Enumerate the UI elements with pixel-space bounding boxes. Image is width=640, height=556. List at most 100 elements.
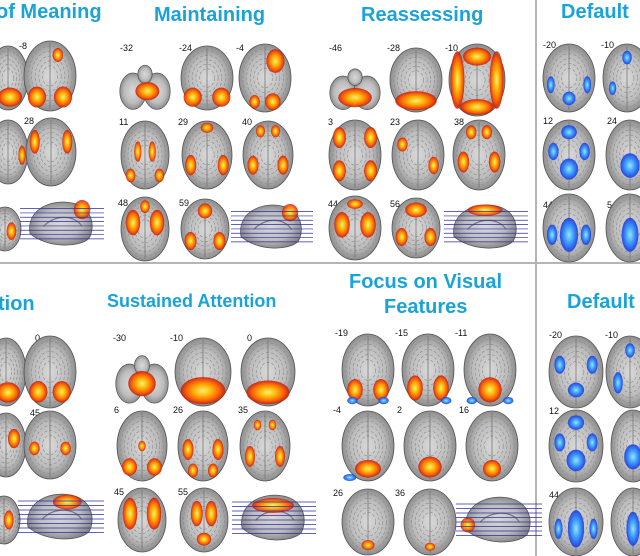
deactivation-blob [559,217,579,252]
axial-slice [391,119,445,191]
slice-label: -10 [445,43,459,53]
sagittal-slice [231,203,313,249]
activation-blob [18,145,26,165]
panel-title-maintaining: Maintaining [154,4,266,26]
axial-slice [605,193,640,263]
axial-slice [180,45,234,111]
sagittal-slice [18,493,104,540]
activation-blob [395,91,437,111]
slice-label: 28 [24,116,35,126]
activation-blob [489,51,504,109]
sagittal-slice [444,204,528,249]
axial-slice [341,333,395,407]
slice-label: -28 [387,43,401,53]
slice-label: -4 [236,43,245,53]
activation-blob [347,397,358,405]
slice-label: 12 [549,406,560,416]
slice-label: 35 [238,405,249,415]
activation-blob [122,497,138,530]
axial-slice [328,119,382,191]
axial-slice [605,119,640,191]
sagittal-slice [456,496,542,543]
panel-title-default-bottom: Default [567,291,635,313]
slice-label: -8 [19,41,28,51]
activation-blob [246,380,290,405]
activation-blob [125,168,136,183]
activation-blob [364,160,378,182]
activation-blob [466,397,477,405]
activation-blob [347,199,363,209]
axial-slice [239,410,291,482]
slice-label: -46 [329,43,343,53]
axial-slice [403,488,457,556]
divider-horizontal [0,262,535,264]
divider-vertical-right [535,0,537,556]
deactivation-blob [613,372,623,394]
activation-blob [125,209,141,236]
axial-slice [602,43,640,113]
deactivation-blob [554,518,563,539]
axial-slice [25,117,77,187]
deactivation-blob [554,355,566,374]
axial-slice [120,120,170,190]
activation-blob [0,87,22,107]
activation-blob [200,122,214,133]
axial-slice [401,333,455,407]
deactivation-blob [548,142,559,161]
axial-slice [0,119,29,185]
deactivation-blob [583,76,592,94]
slice-label: -20 [543,40,557,50]
activation-blob [180,377,226,405]
activation-blob [268,419,277,431]
activation-blob [332,160,346,182]
axial-slice [548,409,604,483]
activation-blob [407,375,423,401]
slice-label: 29 [178,117,189,127]
activation-blob [8,429,20,449]
slice-label: 38 [454,117,465,127]
activation-blob [488,151,501,173]
activation-blob [29,381,48,403]
slice-label: -10 [605,330,619,340]
activation-blob [460,517,475,533]
slice-label: 6 [114,405,120,415]
slice-label: -19 [335,328,349,338]
activation-blob [208,463,218,478]
activation-blob [245,446,255,467]
deactivation-blob [586,433,598,452]
slice-label: -15 [395,328,409,338]
activation-blob [275,446,285,467]
slice-label: 26 [173,405,184,415]
deactivation-blob [626,511,640,546]
activation-blob [397,137,408,152]
deactivation-blob [567,415,585,430]
activation-blob [52,381,71,403]
divider-horizontal-right [537,262,640,264]
axial-slice [341,488,395,556]
deactivation-blob [546,76,555,94]
axial-slice [0,45,29,111]
deactivation-blob [624,444,640,470]
activation-blob [196,532,212,546]
activation-blob [182,439,194,460]
slice-label: 26 [333,488,344,498]
activation-blob [364,127,378,148]
axial-slice [542,119,596,191]
activation-blob [4,510,14,530]
deactivation-blob [561,125,577,140]
axial-slice [605,335,640,409]
axial-slice [174,337,232,407]
axial-slice [180,198,230,260]
slice-label: -24 [179,43,193,53]
panel-title-visual-line2: Features [384,296,468,318]
slice-label: 23 [390,117,401,127]
slice-label: 11 [119,117,129,127]
axial-slice [23,410,77,480]
slice-label: 44 [543,200,554,210]
activation-blob [147,458,162,476]
activation-blob [478,377,502,403]
slice-label: -10 [170,333,184,343]
axial-slice [403,410,457,482]
axial-slice [542,193,596,263]
